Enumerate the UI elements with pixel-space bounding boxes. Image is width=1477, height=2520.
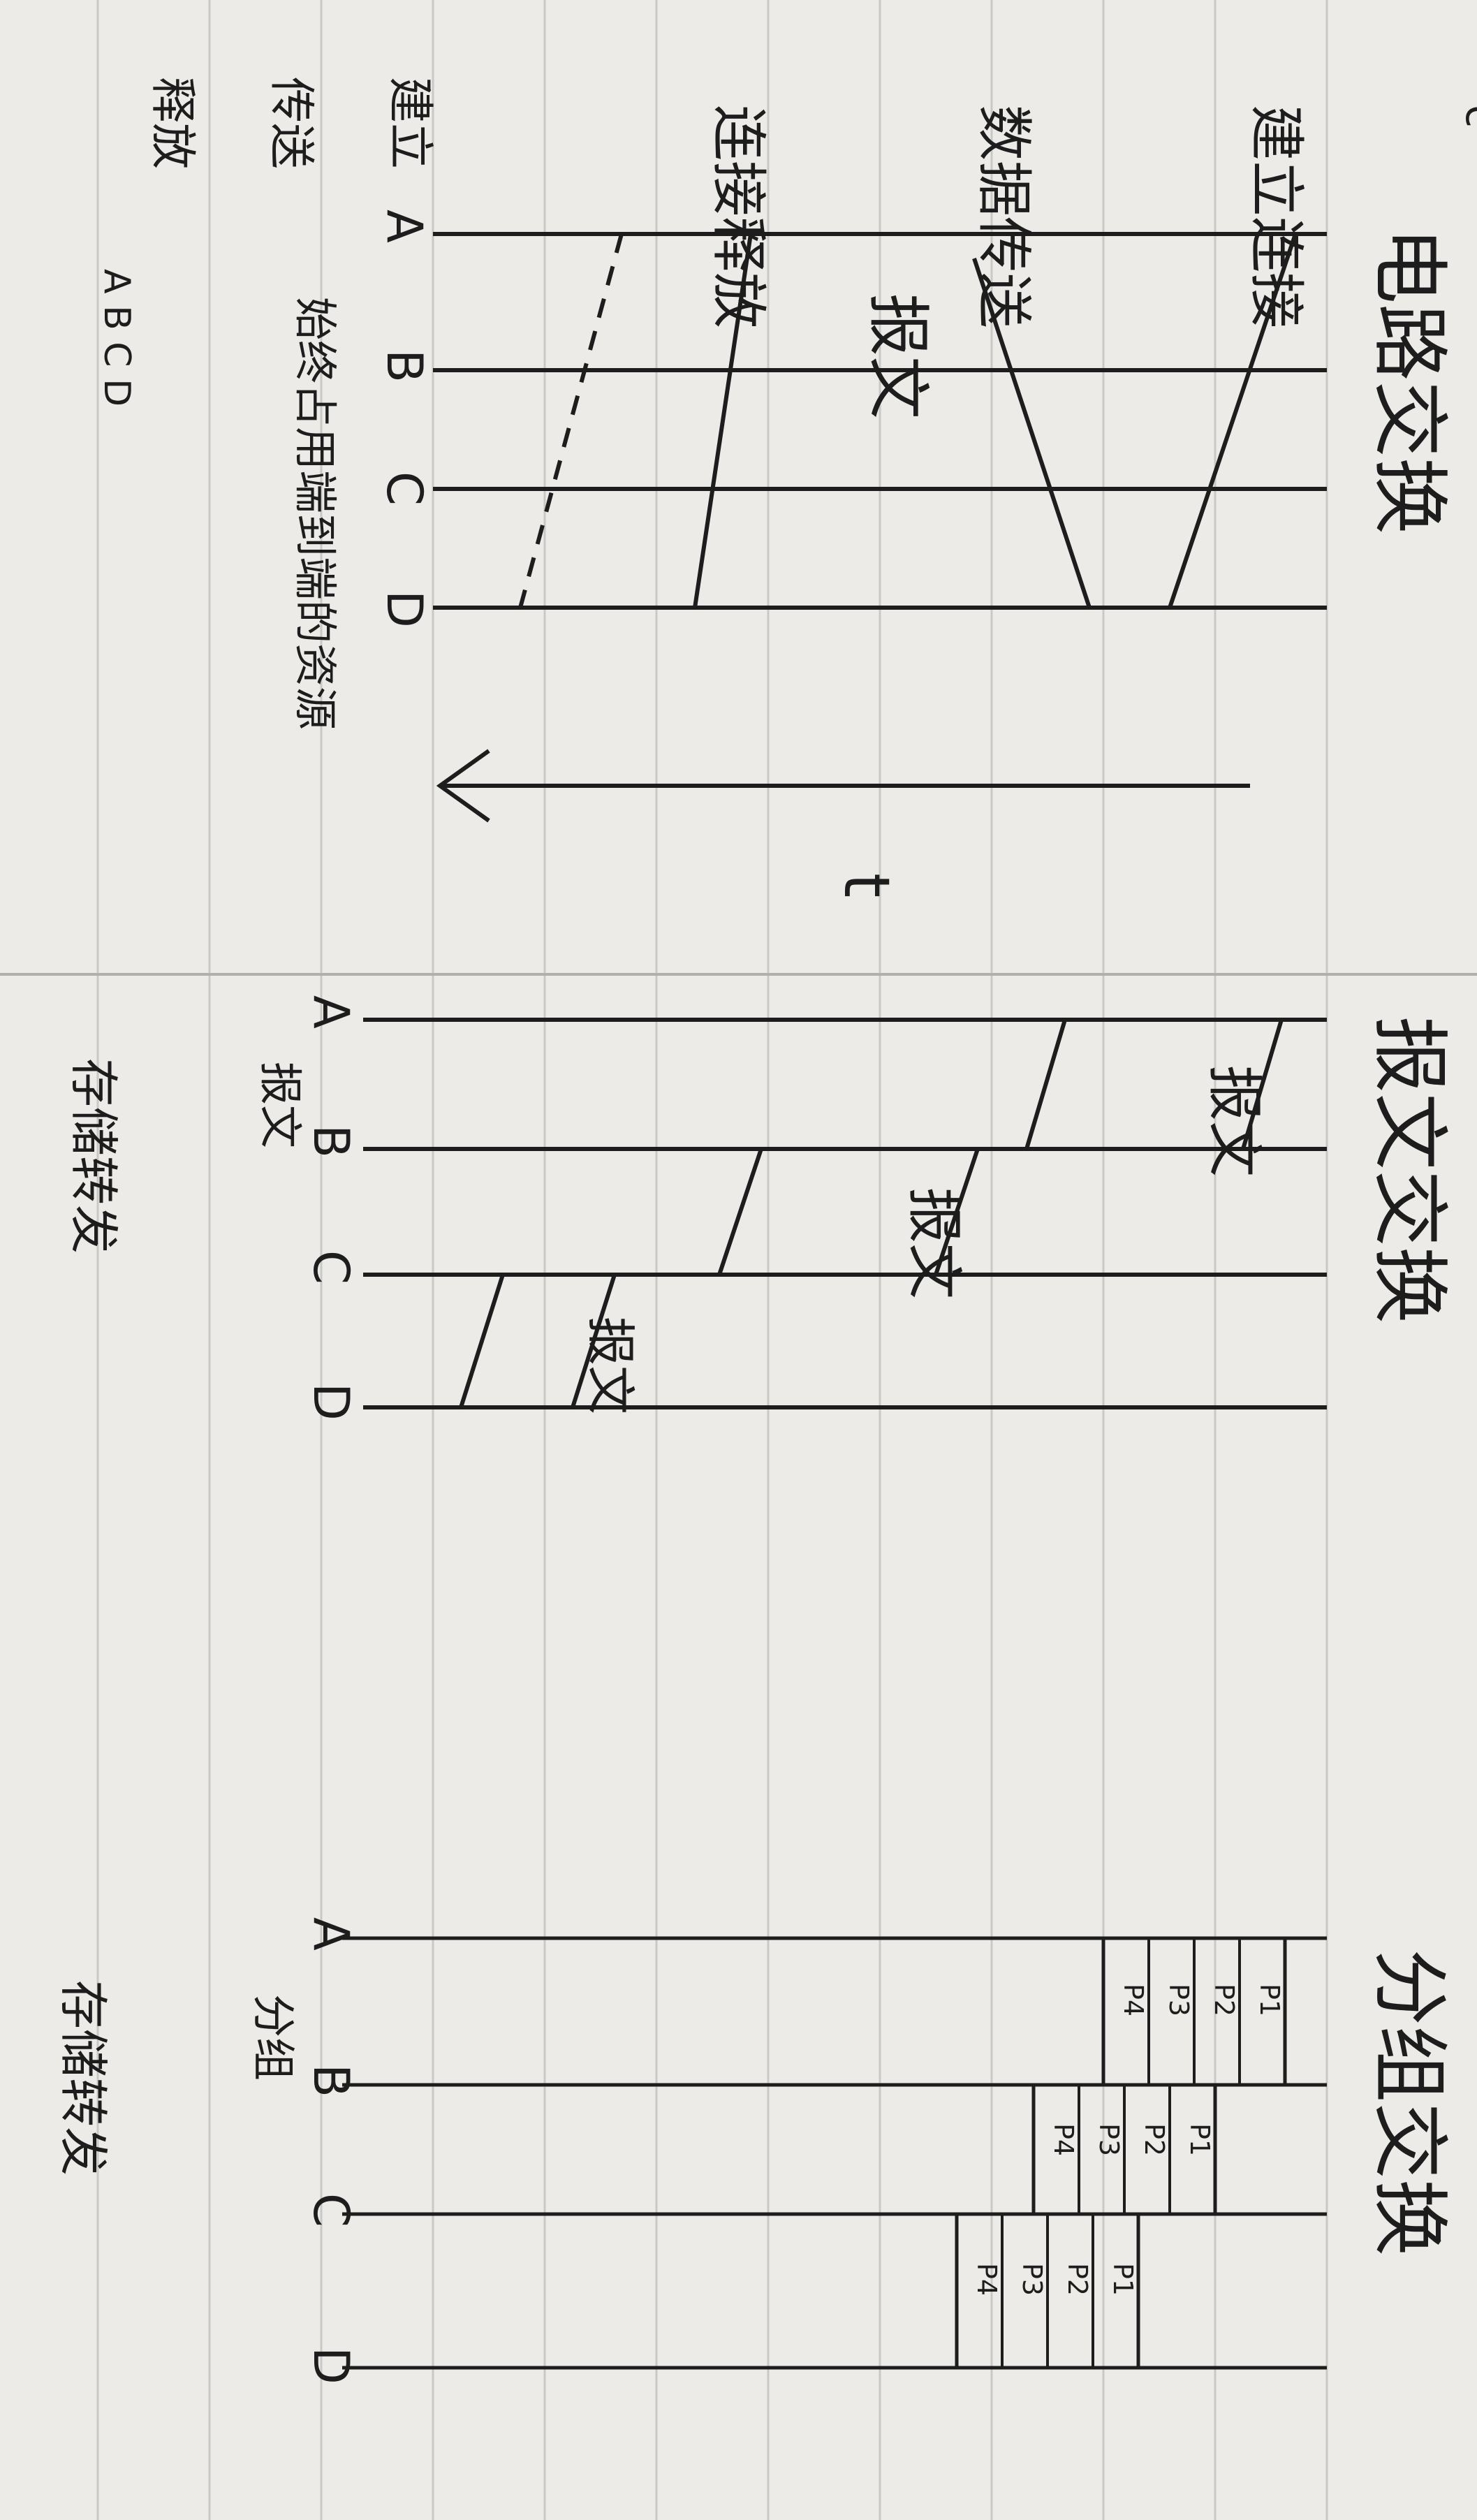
message-title: 报文交换 — [1365, 1016, 1454, 1324]
packet-section — [342, 1936, 1327, 2370]
circuit-note: 始终占用端到端的资源 — [290, 297, 341, 730]
message-node-c: C — [302, 1250, 360, 1284]
packet-label-bc-3: P3 — [1094, 2123, 1124, 2156]
page-corner-mark: c — [1456, 105, 1477, 128]
packet-label-bc-4: P4 — [1048, 2123, 1079, 2156]
message-block-1 — [1023, 1018, 1285, 1151]
circuit-title: 电路交换 — [1365, 227, 1454, 534]
circuit-data-edge-top — [693, 233, 753, 608]
packet-label-ab-2: P2 — [1209, 1984, 1240, 2016]
packet-node-d: D — [302, 2347, 360, 2385]
message-note: 存储转发 — [65, 1058, 122, 1254]
packet-label-ab-3: P3 — [1163, 1984, 1194, 2016]
circuit-section — [433, 232, 1327, 823]
packet-node-c: C — [302, 2193, 360, 2227]
packet-label-cd-2: P2 — [1062, 2263, 1093, 2296]
packet-label-bc-2: P2 — [1139, 2123, 1170, 2156]
message-block-label-2: 报文 — [902, 1187, 967, 1299]
packet-label-cd-1: P1 — [1108, 2263, 1138, 2296]
packet-title: 分组交换 — [1365, 1949, 1454, 2256]
packet-label-bc-1: P1 — [1184, 2123, 1215, 2156]
packet-dividers — [1001, 1938, 1241, 2368]
circuit-node-a: A — [376, 210, 433, 243]
circuit-ack-signal — [972, 258, 1092, 608]
packet-hop-label: 分组 — [248, 1994, 299, 2081]
message-node-b: B — [302, 1125, 360, 1158]
message-block-label-1: 报文 — [1202, 1065, 1267, 1177]
packet-label-cd-3: P3 — [1017, 2263, 1048, 2296]
packet-label-ab-4: P4 — [1118, 1984, 1149, 2016]
message-node-d: D — [302, 1383, 360, 1421]
circuit-node-c: C — [376, 471, 433, 506]
circuit-summary-line-1: 建立 — [383, 77, 437, 169]
packet-label-ab-1: P1 — [1254, 1984, 1285, 2016]
circuit-path-label: A B C D — [96, 269, 138, 406]
message-block-label-3: 报文 — [582, 1317, 639, 1414]
packet-note: 存储转发 — [54, 1980, 112, 2176]
packet-node-b: B — [302, 2064, 360, 2097]
step-release-label: 连接释放 — [706, 105, 771, 328]
message-block-2 — [716, 1147, 981, 1277]
time-axis-arrowhead — [436, 749, 490, 823]
circuit-node-d: D — [376, 590, 433, 628]
message-block-3 — [457, 1273, 618, 1409]
message-section — [363, 1018, 1327, 1409]
circuit-setup-signal — [1168, 233, 1298, 608]
circuit-node-b: B — [376, 349, 433, 383]
packet-label-cd-4: P4 — [971, 2263, 1002, 2296]
circuit-packet-label: 报文 — [861, 293, 934, 419]
step-setup-label: 建立连接 — [1244, 105, 1309, 328]
message-hop-label: 报文 — [255, 1062, 306, 1148]
time-axis-label: t — [830, 873, 903, 898]
ruled-lines — [96, 0, 1328, 2520]
circuit-summary-line-3: 释放 — [146, 77, 200, 169]
packet-node-a: A — [302, 1917, 360, 1951]
circuit-release-edge — [518, 233, 624, 608]
circuit-summary-line-2: 传送 — [265, 77, 318, 169]
message-node-a: A — [302, 995, 360, 1029]
step-data-label: 数据传送 — [971, 105, 1036, 328]
